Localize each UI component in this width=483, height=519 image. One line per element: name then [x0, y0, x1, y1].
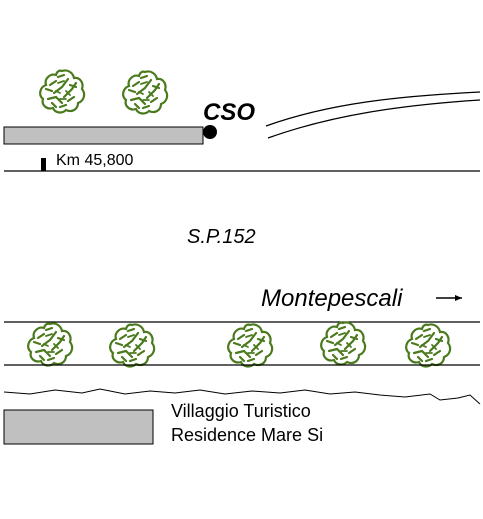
- building-block-bottom: [3, 409, 154, 445]
- tree-icon: [39, 69, 86, 114]
- road-name: S.P.152: [187, 226, 256, 248]
- tree-icon: [405, 323, 452, 368]
- cso-point-icon: [203, 125, 217, 139]
- tree-icon: [27, 322, 74, 367]
- km-marker-icon: [41, 158, 46, 171]
- wavy-boundary: [3, 388, 481, 405]
- arrow-right-icon: [436, 295, 462, 301]
- cso-label: CSO: [203, 99, 255, 126]
- building-block-top: [3, 126, 204, 145]
- destination-label: Montepescali: [261, 285, 403, 312]
- tree-icon: [122, 70, 169, 115]
- resort-name-line2: Residence Mare Si: [171, 425, 323, 445]
- km-marker-label: Km 45,800: [56, 152, 133, 169]
- curved-road-upper: [265, 91, 481, 127]
- tree-icon: [320, 321, 367, 366]
- tree-icon: [227, 323, 274, 368]
- resort-name-line1: Villaggio Turistico: [171, 401, 311, 421]
- curved-road-lower: [267, 99, 481, 139]
- tree-icon: [109, 323, 156, 368]
